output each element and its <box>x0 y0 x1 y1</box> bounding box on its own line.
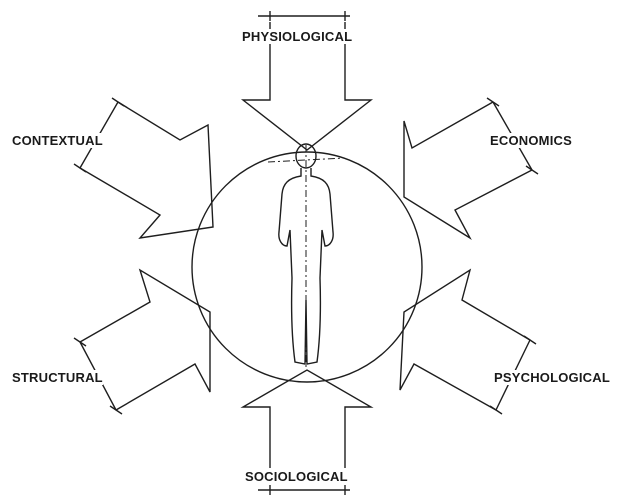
label-sociological: SOCIOLOGICAL <box>245 469 348 484</box>
label-contextual: CONTEXTUAL <box>12 133 103 148</box>
arrow-lower-left <box>74 270 210 414</box>
arrow-lower-right <box>400 270 536 414</box>
label-economics: ECONOMICS <box>490 133 572 148</box>
arrow-upper-left <box>74 98 213 238</box>
label-psychological: PSYCHOLOGICAL <box>494 370 610 385</box>
human-figure-icon <box>268 144 344 368</box>
label-physiological: PHYSIOLOGICAL <box>242 29 352 44</box>
arrow-upper-right <box>404 98 538 238</box>
label-structural: STRUCTURAL <box>12 370 103 385</box>
